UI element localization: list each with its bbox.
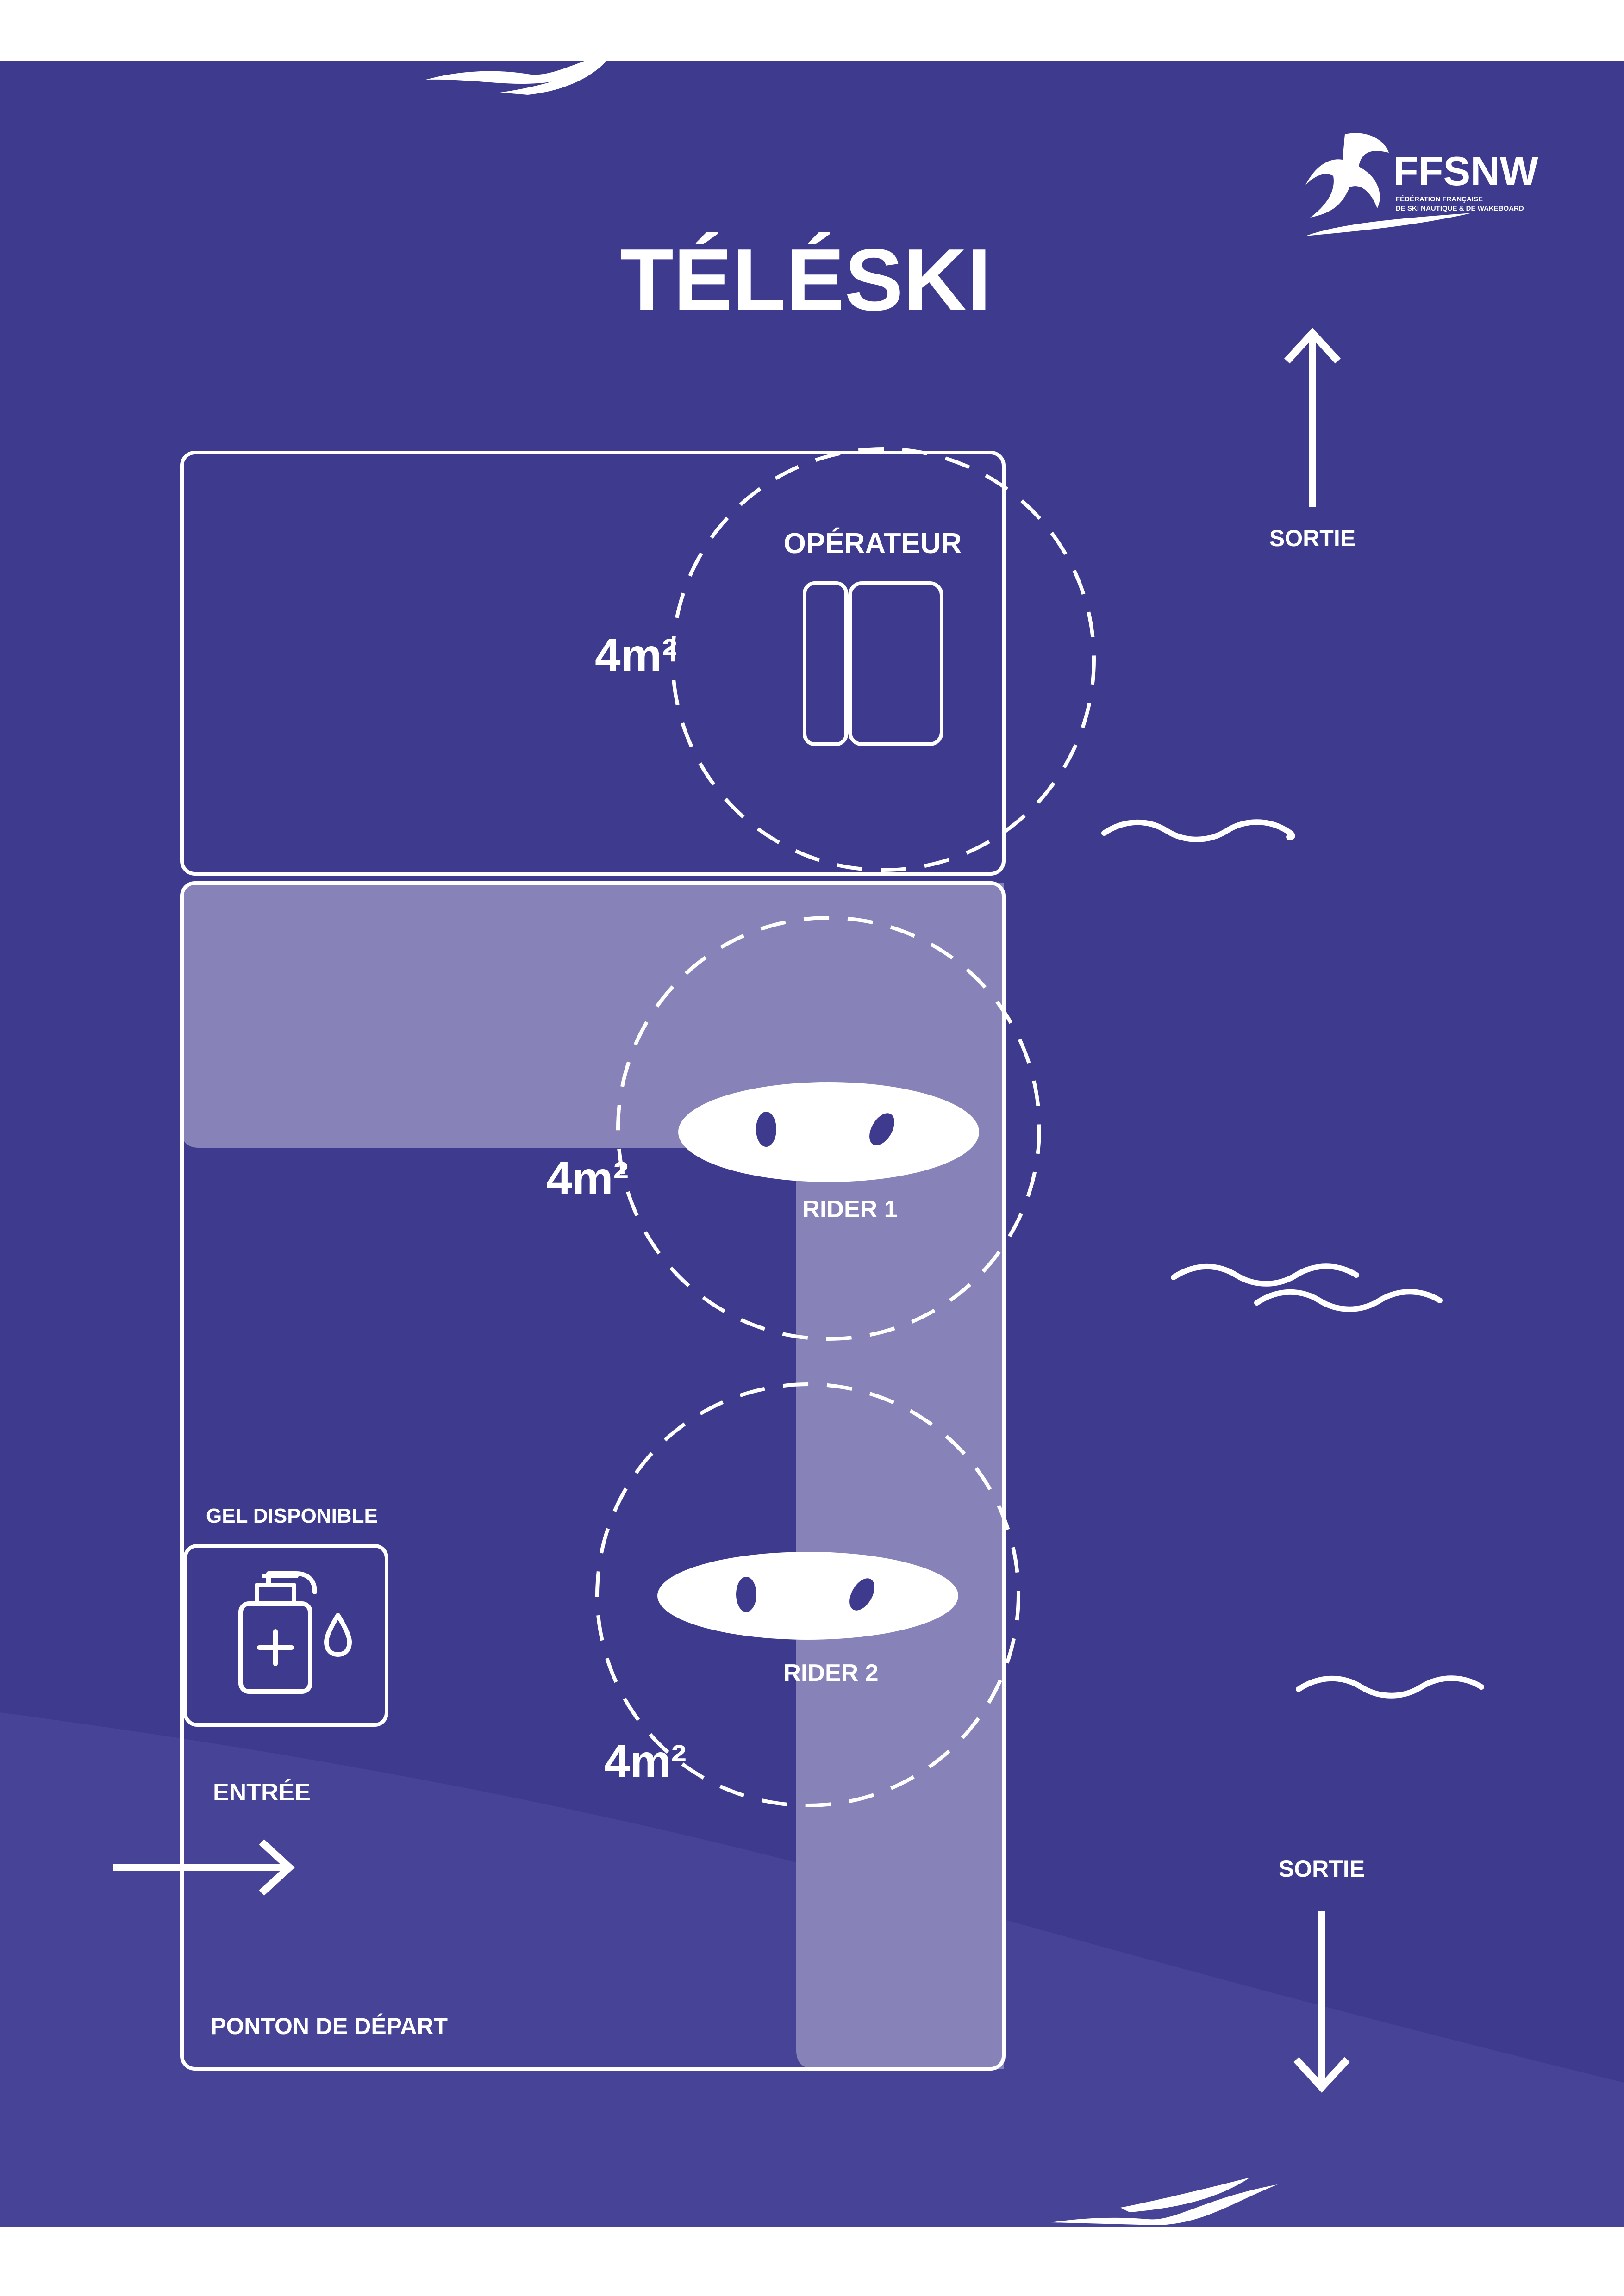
wave-decoration-top-2 <box>500 61 607 95</box>
rider-1-foot-left <box>756 1112 776 1147</box>
arrow-up-icon <box>1284 328 1341 507</box>
exit-top-marker: SORTIE <box>1269 328 1355 551</box>
logo-wordmark: FFSNW <box>1393 148 1538 194</box>
wave-decoration-top <box>426 61 607 84</box>
entry-label: ENTRÉE <box>213 1779 311 1806</box>
logo-subtitle-line1: FÉDÉRATION FRANÇAISE <box>1396 195 1483 203</box>
rider-1-label: RIDER 1 <box>802 1196 897 1223</box>
rider-2-label: RIDER 2 <box>783 1660 878 1686</box>
logo-subtitle-line2: DE SKI NAUTIQUE & DE WAKEBOARD <box>1396 205 1524 212</box>
cable-lane-horizontal <box>182 883 1004 1148</box>
operator-booth <box>180 451 1006 876</box>
rider-2-distance-circle <box>595 1382 1020 1807</box>
start-dock-outline <box>180 881 1006 2071</box>
wave-3 <box>1254 1289 1443 1312</box>
wave-decoration-bottom-2 <box>1120 2178 1250 2212</box>
arrow-down-icon <box>1293 1911 1350 2093</box>
operator-area-label: 4m² <box>595 629 677 681</box>
rider-1-area-label: 4m² <box>546 1152 629 1204</box>
rider-2-board <box>657 1552 958 1640</box>
wave-2 <box>1171 1263 1359 1287</box>
rider-2-foot-left <box>736 1577 756 1612</box>
wave-4 <box>1296 1675 1484 1699</box>
gel-label: GEL DISPONIBLE <box>206 1505 378 1527</box>
rider-1-distance-circle <box>616 916 1041 1341</box>
rider-2: RIDER 2 4m² <box>595 1382 1020 1807</box>
gel-station: GEL DISPONIBLE <box>183 1505 388 1727</box>
logo-swoosh <box>1305 213 1472 236</box>
operator-icon-left <box>803 581 848 746</box>
wave-1 <box>1101 819 1295 842</box>
rider-1: RIDER 1 4m² <box>546 916 1041 1341</box>
ffsnw-logo: FFSNW FÉDÉRATION FRANÇAISE DE SKI NAUTIQ… <box>1305 133 1538 236</box>
water-waves <box>1101 819 1484 1699</box>
exit-bottom-label: SORTIE <box>1279 1856 1365 1882</box>
hand-sanitizer-icon <box>238 1571 352 1694</box>
wave-decoration-bottom <box>1051 2184 1278 2225</box>
exit-top-label: SORTIE <box>1269 525 1355 551</box>
rider-2-foot-right <box>849 1578 874 1611</box>
logo-emblem <box>1305 133 1389 218</box>
operator-distance-circle <box>671 447 1096 872</box>
teleski-diagram: TÉLÉSKI FFSNW FÉDÉRATION FRANÇAISE DE SK… <box>0 61 1624 2227</box>
arrow-right-icon <box>113 1839 295 1896</box>
rider-1-board <box>678 1082 979 1182</box>
exit-bottom-marker: SORTIE <box>1279 1856 1365 2093</box>
operator-label: OPÉRATEUR <box>784 528 962 560</box>
gel-box <box>183 1544 388 1727</box>
entry-marker: ENTRÉE <box>113 1779 311 1896</box>
operator-icon <box>803 581 943 746</box>
rider-1-foot-right <box>869 1113 894 1145</box>
dock-label: PONTON DE DÉPART <box>211 2013 448 2039</box>
poster-background: TÉLÉSKI FFSNW FÉDÉRATION FRANÇAISE DE SK… <box>0 61 1624 2227</box>
operator-icon-right <box>848 581 943 746</box>
rider-2-area-label: 4m² <box>604 1736 687 1787</box>
page-title: TÉLÉSKI <box>620 231 991 329</box>
